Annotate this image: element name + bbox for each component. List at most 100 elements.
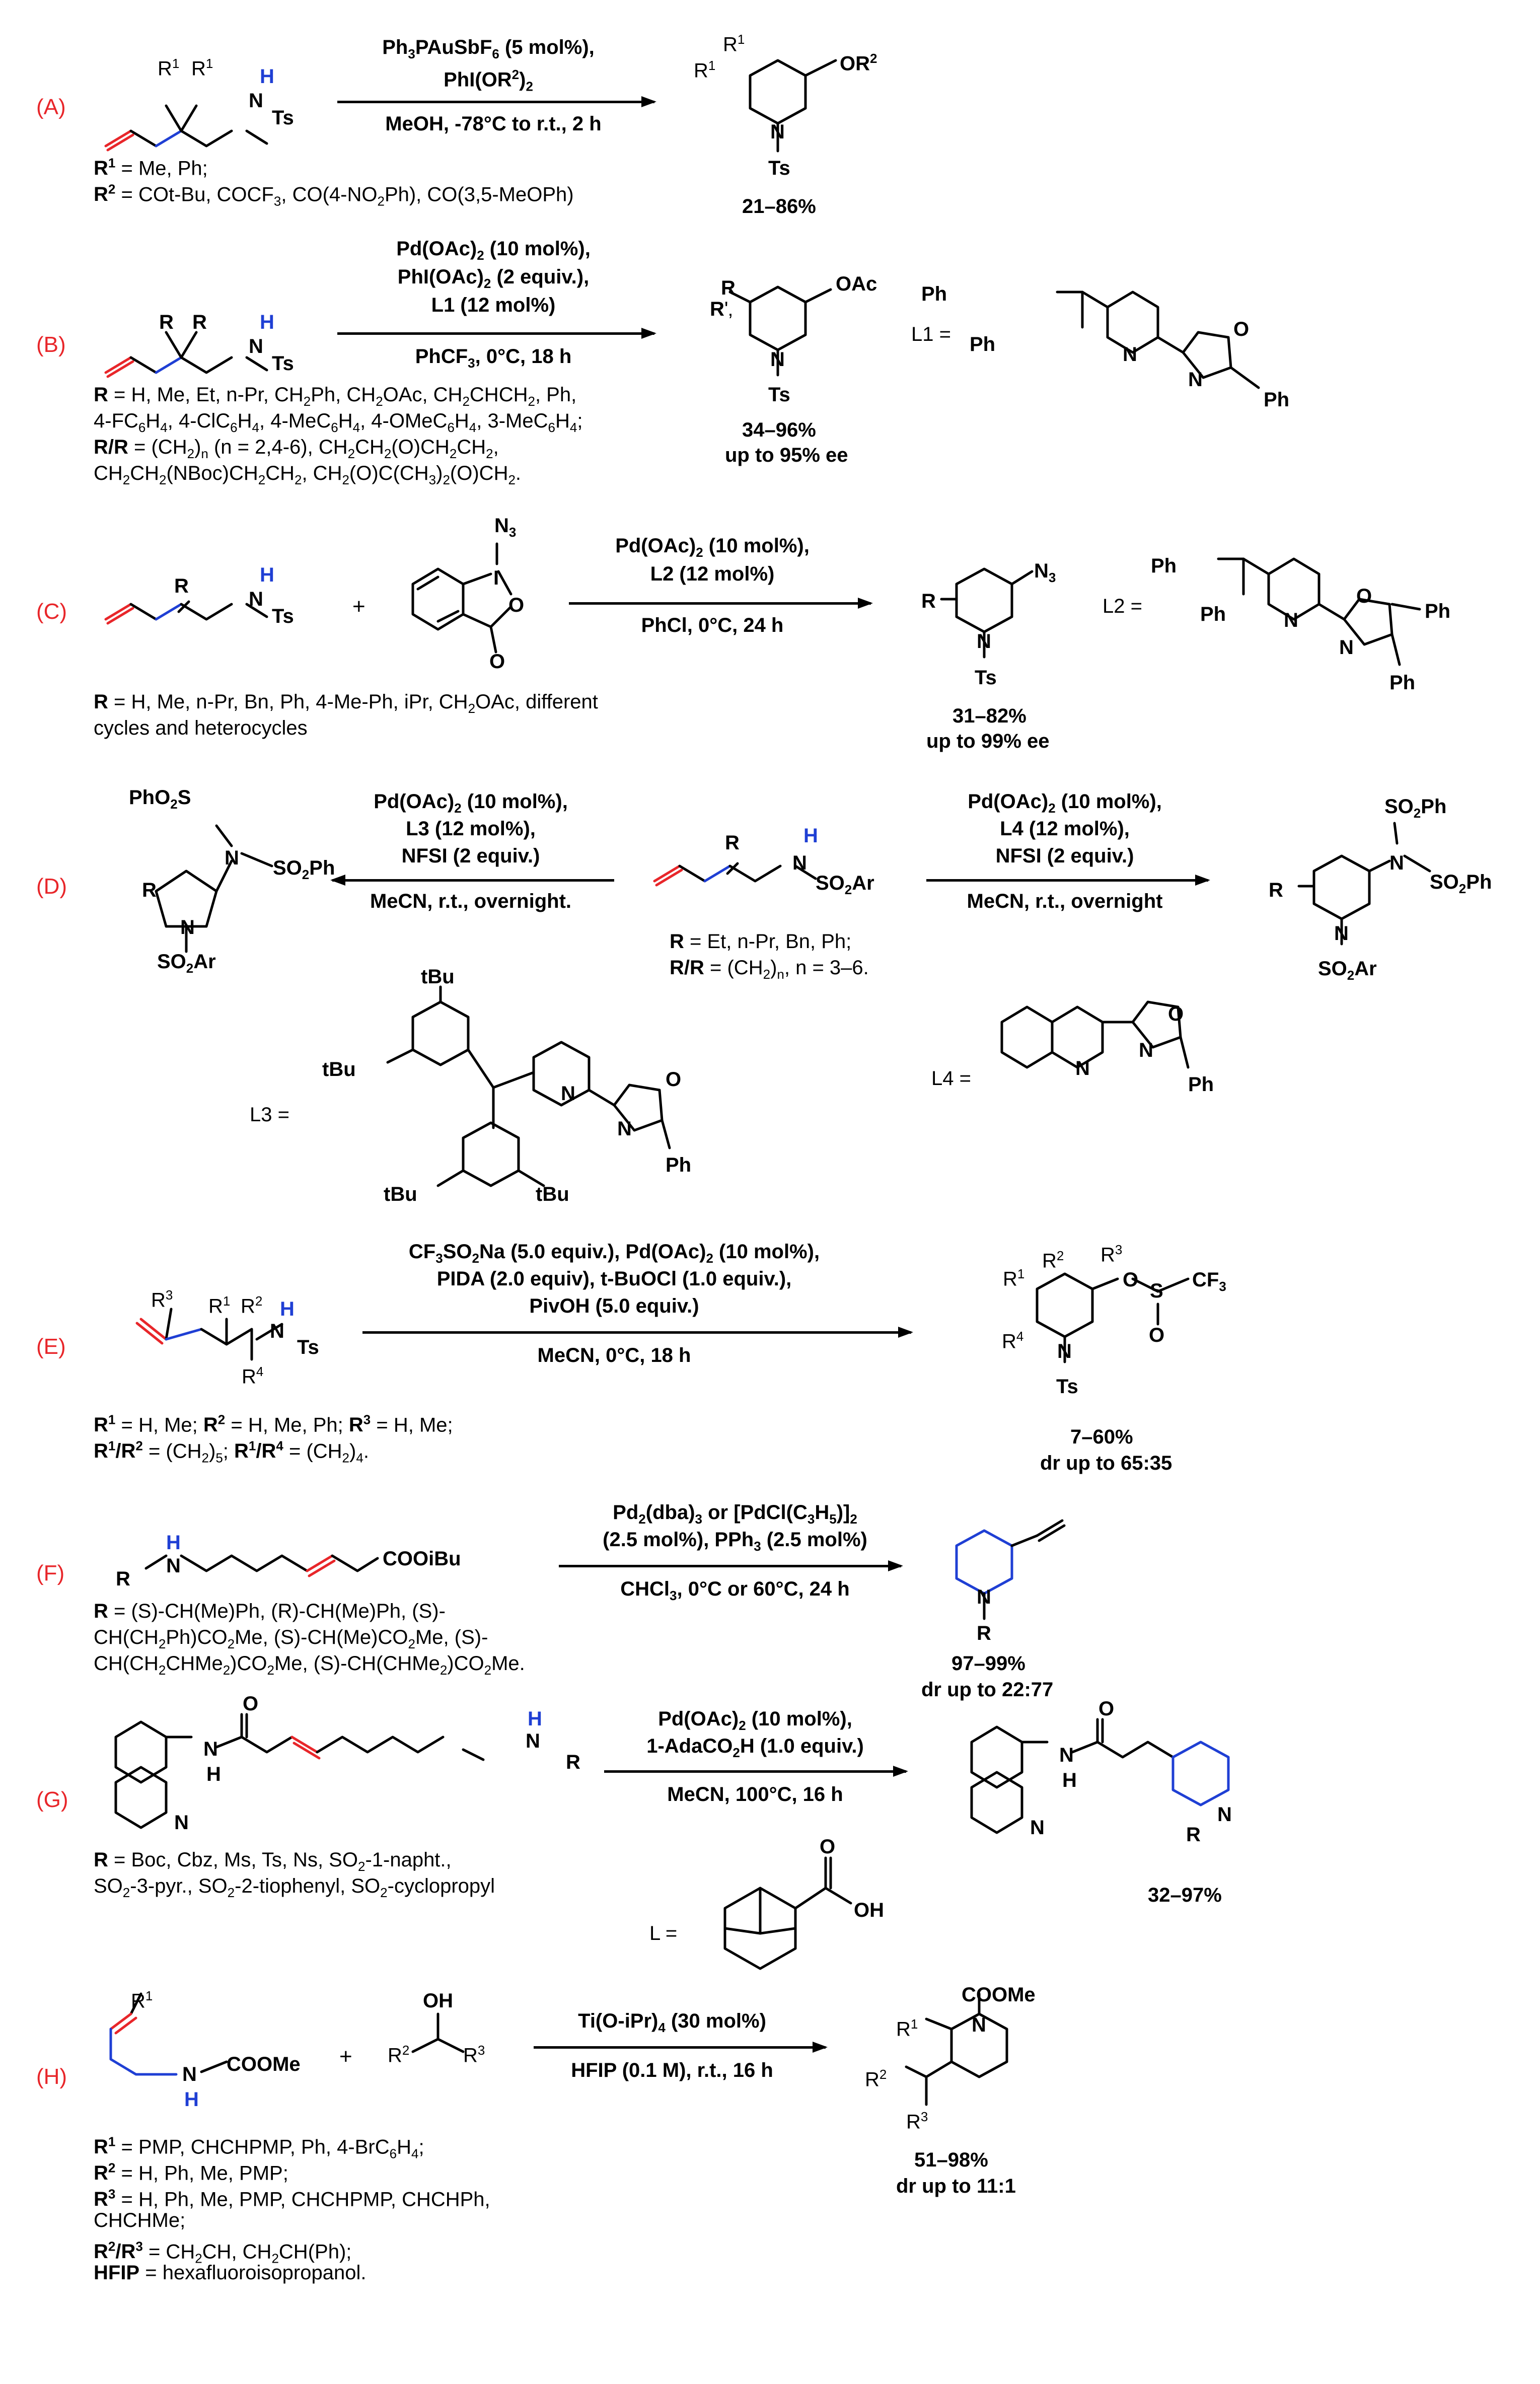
F-yield: 97–99% [951, 1652, 1025, 1675]
D-rcond2: L4 (12 mol%), [1000, 818, 1130, 840]
product-D-right [1297, 822, 1431, 946]
D-right-SO2Ph2: SO2Ph [1430, 871, 1492, 896]
H-prod-R3: R3 [906, 2109, 928, 2133]
F-cond3: CHCl3, 0°C or 60°C, 24 h [620, 1578, 850, 1603]
B-prod-OAc: OAc [836, 273, 877, 295]
E-cond2: PIDA (2.0 equiv), t-BuOCl (1.0 equiv.), [436, 1268, 792, 1290]
H-alc-R2: R2 [388, 2043, 410, 2067]
A-R1a: R1 [158, 56, 180, 80]
H-R1: R1 [131, 1988, 153, 2012]
C-O2: O [489, 651, 505, 673]
H-prod-COOMe: COOMe [962, 1984, 1036, 2006]
E-R3: R3 [151, 1287, 173, 1312]
C-N: N [249, 588, 263, 610]
H-N: N [182, 2063, 197, 2085]
label-F: (F) [36, 1561, 65, 1585]
H-R-def3: R3 = H, Ph, Me, PMP, CHCHPMP, CHCHPh, [94, 2187, 490, 2211]
C-cond1: Pd(OAc)2 (10 mol%), [615, 535, 810, 560]
L1-N: N [1123, 343, 1137, 366]
A-arrow [337, 96, 656, 107]
E-R-def1: R1 = H, Me; R2 = H, Me, Ph; R3 = H, Me; [94, 1412, 453, 1436]
L4-O: O [1168, 1003, 1184, 1025]
substrate-G [114, 1713, 485, 1829]
G-prod-ringN: N [1217, 1803, 1232, 1826]
D-arrow-right [926, 875, 1210, 886]
C-R: R [174, 575, 189, 597]
C-R-def1: R = H, Me, n-Pr, Bn, Ph, 4-Me-Ph, iPr, C… [94, 691, 598, 716]
H-yield: 51–98% [914, 2149, 988, 2171]
G-R-def2: SO2-3-pyr., SO2-2-tiophenyl, SO2-cyclopr… [94, 1875, 495, 1900]
H-plus: + [339, 2044, 352, 2069]
L3-tBu3: tBu [384, 1183, 417, 1205]
B-cond1: Pd(OAc)2 (10 mol%), [396, 238, 591, 263]
F-prod-R: R [977, 1622, 991, 1644]
D-SO2Ar: SO2Ar [816, 872, 874, 897]
H-OH: OH [423, 1990, 453, 2012]
A-R1-def: R1 = Me, Ph; [94, 156, 208, 180]
H-prod-R1: R1 [896, 2016, 918, 2041]
G-arrow [604, 1766, 908, 1777]
D-rcond3: NFSI (2 equiv.) [995, 845, 1134, 867]
B-ee: up to 95% ee [725, 444, 848, 466]
E-yield: 7–60% [1070, 1426, 1133, 1448]
A-R1b: R1 [191, 56, 213, 80]
G-prod-quinN: N [1030, 1817, 1045, 1839]
substrate-C [104, 600, 268, 625]
C-Ts: Ts [272, 605, 294, 627]
D-L4-label: L4 = [931, 1067, 971, 1090]
L3-tBu2: tBu [322, 1058, 356, 1080]
F-COOiBu: COOiBu [383, 1548, 461, 1570]
A-cond2: PhI(OR2)2 [444, 67, 533, 94]
D-lcond2: L3 (12 mol%), [406, 818, 536, 840]
G-NH-H: H [528, 1708, 542, 1730]
G-prod-R: R [1186, 1824, 1201, 1846]
H-R-def2: R2 = H, Ph, Me, PMP; [94, 2160, 288, 2185]
D-lcond3: NFSI (2 equiv.) [401, 845, 540, 867]
D-N: N [792, 852, 807, 874]
label-A: (A) [36, 95, 66, 119]
G-H1: H [206, 1763, 221, 1785]
B-N: N [249, 335, 263, 357]
G-O: O [243, 1693, 259, 1715]
E-prod-N: N [1057, 1340, 1072, 1362]
C-I: I [493, 567, 499, 589]
D-right-R: R [1269, 879, 1283, 901]
C-N3: N3 [494, 515, 517, 540]
D-lcond4: MeCN, r.t., overnight. [370, 890, 572, 912]
G-L-O: O [820, 1836, 836, 1858]
D-left-R: R [142, 879, 157, 901]
E-prod-O: O [1123, 1269, 1139, 1291]
L2-N2: N [1339, 636, 1354, 659]
L3-tBu4: tBu [536, 1183, 569, 1205]
F-cond2: (2.5 mol%), PPh3 (2.5 mol%) [603, 1529, 867, 1554]
F-arrow [559, 1560, 903, 1571]
product-G [970, 1718, 1230, 1834]
substrate-H [109, 1992, 228, 2076]
D-R: R [725, 832, 740, 854]
H-cond1: Ti(O-iPr)4 (30 mol%) [578, 2010, 766, 2035]
D-rcond4: MeCN, r.t., overnight [967, 890, 1163, 912]
G-cond3: MeCN, 100°C, 16 h [667, 1783, 843, 1805]
L2-Ph1: Ph [1151, 555, 1177, 577]
E-prod-Ts: Ts [1056, 1376, 1078, 1398]
E-R2: R2 [241, 1293, 263, 1318]
E-prod-R2: R2 [1042, 1248, 1064, 1272]
substrate-A [104, 104, 268, 152]
A-prod-N: N [770, 121, 785, 143]
D-right-SO2Ar: SO2Ar [1318, 958, 1377, 983]
E-arrow [362, 1327, 913, 1338]
A-Ts: Ts [272, 107, 294, 129]
L2-Ph2: Ph [1200, 603, 1226, 625]
A-prod-Ts: Ts [768, 157, 790, 179]
B-cond3: L1 (12 mol%) [431, 294, 556, 316]
B-cond4: PhCF3, 0°C, 18 h [415, 345, 572, 371]
D-left-SO2Ph: SO2Ph [273, 857, 335, 882]
D-right-SO2Ph1: SO2Ph [1384, 796, 1447, 821]
G-prod-O: O [1098, 1698, 1115, 1720]
L2-Ph3: Ph [1425, 600, 1451, 622]
L4-N: N [1075, 1057, 1090, 1079]
B-R-def2: 4-FC6H4, 4-ClC6H4, 4-MeC6H4, 4-OMeC6H4, … [94, 410, 583, 435]
E-Ts: Ts [297, 1336, 319, 1358]
label-G: (G) [36, 1787, 68, 1812]
B-R-def4: CH2CH2(NBoc)CH2CH2, CH2(O)C(CH3)2(O)CH2. [94, 462, 522, 487]
